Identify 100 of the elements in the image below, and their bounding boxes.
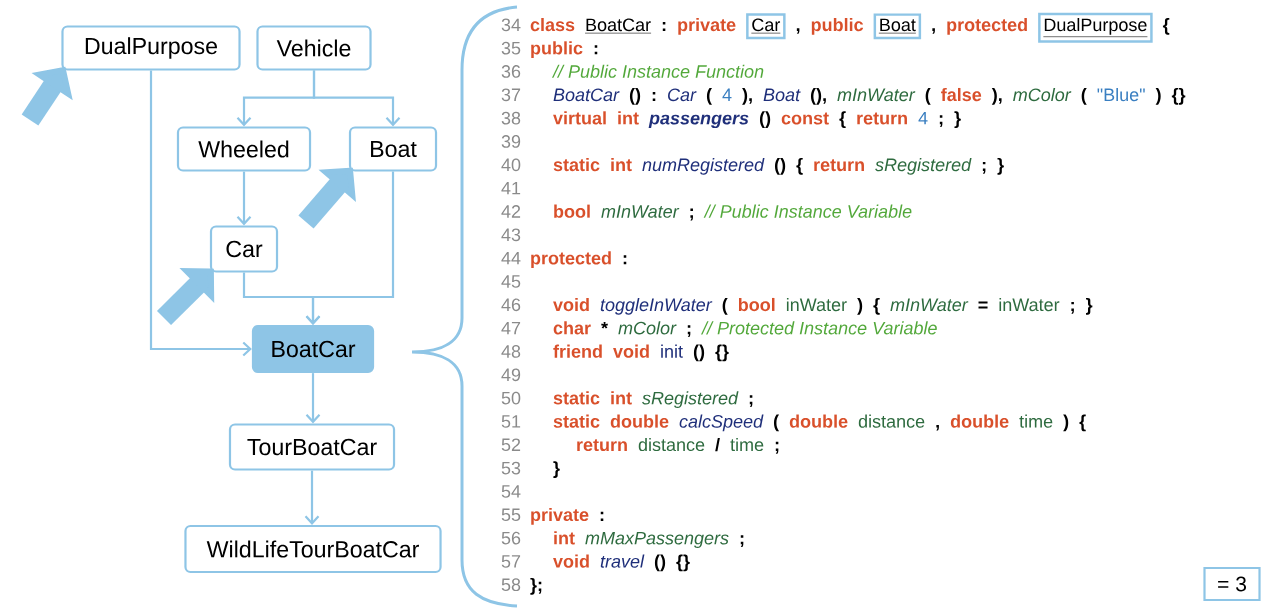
code-token: char	[553, 321, 591, 335]
code-token: }	[954, 111, 961, 129]
code-token: ()	[693, 344, 705, 362]
code-token: )	[1155, 87, 1161, 105]
code-token: static	[553, 391, 600, 405]
line-number: 52	[501, 438, 521, 452]
code-token: protected	[531, 251, 611, 269]
code-token: int	[611, 157, 632, 172]
code-token: class	[530, 17, 575, 32]
line-number: 51	[501, 415, 521, 428]
code-token: virtual	[553, 111, 606, 125]
code-token: ;	[775, 441, 779, 454]
line-number: 47	[501, 321, 521, 335]
result-box: = 3	[1203, 566, 1261, 602]
code-token: sRegistered	[642, 391, 739, 408]
code-token: (	[774, 414, 780, 432]
code-token: :	[662, 21, 666, 31]
line-number: 37	[501, 88, 521, 102]
class-box: Boat	[348, 126, 438, 172]
code-token: ,	[936, 424, 939, 431]
line-number: 38	[501, 111, 521, 125]
code-token: travel	[600, 554, 645, 568]
code-token: {}	[676, 554, 690, 572]
highlight-box: Boat	[873, 13, 922, 40]
code-token: }	[553, 461, 560, 478]
code-token: mMaxPassengers	[585, 531, 729, 548]
line-number: 56	[501, 531, 521, 545]
code-token: :	[594, 45, 598, 55]
line-number: 43	[501, 228, 521, 242]
line-number: 50	[501, 391, 521, 405]
class-box: WildLifeTourBoatCar	[184, 524, 442, 574]
code-token: mInWater	[837, 88, 916, 102]
code-token: mColor	[618, 321, 677, 335]
highlight-box: Car	[746, 13, 786, 40]
code-token: {	[796, 157, 803, 175]
code-token: time	[1019, 414, 1053, 428]
block-arrow	[156, 267, 215, 326]
line-number: 39	[501, 135, 521, 148]
code-token: (	[706, 87, 712, 105]
code-comment: // Protected Instance Variable	[701, 321, 937, 335]
line-number: 45	[501, 275, 521, 288]
line-number: 55	[501, 508, 521, 522]
code-token: double	[610, 414, 669, 428]
class-box: Vehicle	[256, 25, 372, 71]
line-number: 34	[501, 18, 521, 32]
code-token: distance	[638, 437, 705, 452]
code-token: toggleInWater	[600, 297, 713, 315]
code-token: :	[652, 91, 656, 101]
code-token: init	[661, 344, 683, 358]
code-token: BoatCar	[553, 88, 620, 102]
code-token: protected	[947, 17, 1027, 35]
code-token: :	[600, 511, 604, 521]
code-token: BoatCar	[584, 18, 652, 34]
code-token: ;	[740, 535, 744, 548]
code-token: int	[618, 111, 639, 125]
code-token: {	[839, 111, 846, 129]
code-token: calcSpeed	[679, 414, 764, 432]
class-box: Wheeled	[176, 126, 312, 172]
code-token: distance	[858, 414, 925, 428]
code-token: ()	[629, 87, 641, 105]
code-comment: // Public Instance Variable	[703, 204, 912, 218]
code-token: 4	[918, 111, 928, 125]
code-token: )	[857, 297, 863, 315]
code-token: int	[554, 531, 575, 545]
code-token: void	[553, 554, 589, 568]
code-token: bool	[738, 297, 775, 312]
code-token: mInWater	[890, 298, 969, 312]
code-token: sRegistered	[875, 157, 972, 175]
code-token: void	[553, 297, 589, 312]
code-token: false	[941, 87, 982, 102]
code-token: public	[811, 17, 864, 35]
code-token: ),	[742, 87, 752, 105]
arrow	[305, 373, 321, 424]
code-token: ()	[654, 554, 666, 572]
code-token: static	[553, 157, 600, 172]
code-token: )	[1063, 414, 1069, 432]
code-token: {}	[715, 344, 729, 362]
line-number: 49	[501, 368, 521, 382]
code-token: ;	[687, 325, 691, 338]
code-token: /	[715, 437, 720, 452]
line-number: 35	[501, 41, 521, 55]
code-token: ()	[759, 111, 771, 129]
code-token: Car	[668, 88, 697, 102]
code-token: *	[601, 321, 608, 329]
code-token: int	[611, 391, 632, 405]
code-token: (	[925, 87, 931, 105]
code-comment: // Public Instance Function	[552, 64, 764, 78]
code-token: mColor	[1013, 87, 1072, 102]
line-number: 42	[501, 205, 521, 218]
line-number: 57	[501, 555, 521, 568]
arrow	[305, 171, 395, 325]
code-token: double	[789, 414, 848, 428]
code-token: passengers	[648, 114, 749, 129]
code-token: {	[1079, 414, 1086, 432]
code-token: numRegistered	[642, 157, 765, 175]
line-number: 58	[501, 578, 521, 592]
code-token: public	[531, 41, 583, 59]
code-token: ;	[749, 395, 753, 408]
line-number: 48	[501, 345, 521, 358]
code-token: double	[950, 414, 1009, 428]
